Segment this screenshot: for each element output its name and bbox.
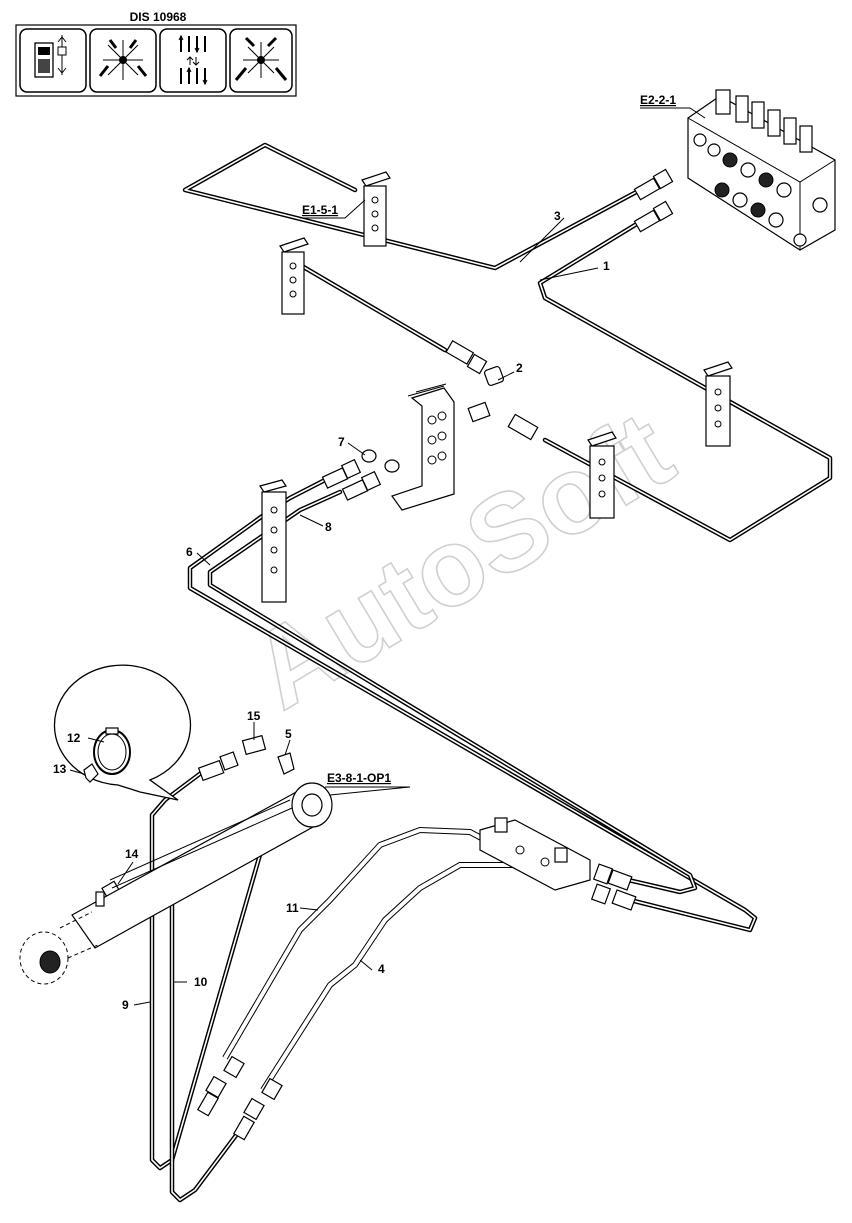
callout-8: 8 (325, 520, 332, 534)
callout-1: 1 (603, 259, 610, 273)
callout-10: 10 (194, 975, 208, 989)
clamp-block-middle (587, 431, 617, 519)
callout-11: 11 (286, 901, 299, 915)
leader-lines (69, 107, 706, 1006)
callout-7: 7 (338, 435, 345, 449)
crane-outrigger-icon (229, 28, 293, 93)
ref-cylinder: E3-8-1-OP1 (327, 771, 391, 785)
remote-control-icon (19, 28, 87, 93)
callout-12: 12 (67, 731, 81, 745)
callout-5: 5 (285, 727, 292, 741)
bracket-plate (391, 383, 455, 511)
callout-3: 3 (554, 209, 561, 223)
detail-bubble (53, 664, 192, 801)
callout-9: 9 (122, 998, 129, 1012)
hydraulic-lever-icon (159, 28, 227, 93)
drawing-code: DIS 10968 (130, 10, 187, 24)
crane-boom-icon (89, 28, 157, 93)
clamp-block-long (259, 479, 287, 603)
fittings (101, 168, 674, 1141)
callout-6: 6 (186, 545, 193, 559)
clamp-block-upper-left (279, 237, 309, 315)
callout-4: 4 (378, 962, 385, 976)
hydraulic-cylinder (19, 782, 333, 985)
hose-upper-clamp (292, 259, 448, 353)
header-panel: DIS 10968 (15, 10, 297, 97)
clamp-block-right (703, 361, 733, 447)
hose-1 (537, 219, 833, 543)
callout-2: 2 (516, 361, 523, 375)
ref-valve-block: E2-2-1 (640, 93, 676, 107)
callout-15: 15 (247, 709, 261, 723)
ref-clamp: E1-5-1 (302, 203, 338, 217)
callout-13: 13 (53, 762, 67, 776)
callout-14: 14 (125, 847, 139, 861)
pipe-4 (260, 862, 571, 1092)
watermark: AutoSoft (231, 388, 692, 733)
connection-block (479, 817, 591, 891)
clamp-block-upper-center (361, 171, 391, 247)
hose-3 (182, 142, 643, 271)
pipe-11 (222, 826, 502, 1060)
valve-block (687, 89, 836, 251)
